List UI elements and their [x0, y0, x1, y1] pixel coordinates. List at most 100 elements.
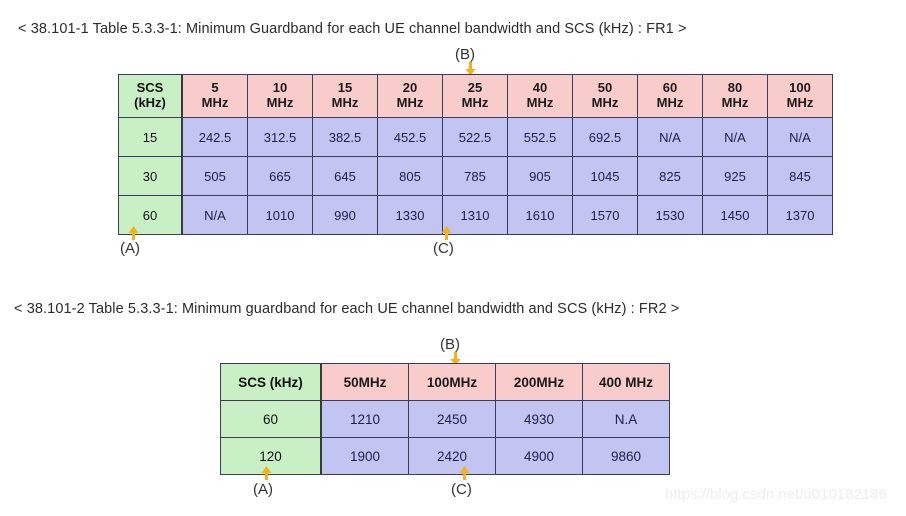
header-cell-bw-8: 80 MHz	[702, 74, 768, 118]
table-row: 60 N/A 1010 990 1330 1310 1610 1570 1530…	[118, 195, 833, 235]
cell-value: 1900	[320, 437, 409, 475]
header-bw-unit: MHz	[396, 95, 424, 110]
cell-value: 1210	[320, 400, 409, 438]
header-bw-unit: MHz	[656, 95, 684, 110]
cell-value: 1310	[442, 195, 508, 235]
header-cell-bw-2: 200MHz	[495, 363, 583, 401]
cell-value: 1010	[247, 195, 313, 235]
cell-value: 552.5	[507, 117, 573, 157]
header-cell-bw-2: 15 MHz	[312, 74, 378, 118]
header-bw-unit: MHz	[786, 95, 814, 110]
cell-value: 1045	[572, 156, 638, 196]
cell-value: N/A	[767, 117, 833, 157]
header-cell-bw-0: 5 MHz	[181, 74, 248, 118]
cell-scs: 60	[220, 400, 322, 438]
table-row: 15 242.5 312.5 382.5 452.5 522.5 552.5 6…	[118, 117, 833, 157]
table-header-row: SCS (kHz) 50MHz 100MHz 200MHz 400 MHz	[220, 363, 670, 401]
cell-value: 805	[377, 156, 443, 196]
cell-value: 1450	[702, 195, 768, 235]
header-bw-unit: MHz	[201, 95, 229, 110]
cell-value: 990	[312, 195, 378, 235]
cell-value: 665	[247, 156, 313, 196]
cell-scs: 60	[118, 195, 183, 235]
cell-value: 505	[181, 156, 248, 196]
annotation-a-arrow-up-icon-fr2	[261, 466, 272, 480]
cell-value: 1330	[377, 195, 443, 235]
annotation-a-arrow-up-icon-fr1	[128, 226, 139, 240]
cell-value: N/A	[181, 195, 248, 235]
cell-value: 845	[767, 156, 833, 196]
header-bw-value: 50	[597, 80, 613, 96]
header-bw-value: 20	[402, 80, 418, 96]
header-cell-bw-0: 50MHz	[320, 363, 409, 401]
header-bw-unit: MHz	[591, 95, 619, 110]
guardband-table-fr1: SCS (kHz) 5 MHz 10 MHz 15 MHz 20 MHz 25 …	[118, 74, 833, 235]
header-bw-unit: MHz	[461, 95, 489, 110]
cell-value: 2450	[408, 400, 496, 438]
cell-value: 1530	[637, 195, 703, 235]
header-bw-value: 100	[789, 80, 811, 96]
header-cell-bw-7: 60 MHz	[637, 74, 703, 118]
cell-value: 825	[637, 156, 703, 196]
header-cell-bw-9: 100 MHz	[767, 74, 833, 118]
annotation-c-arrow-up-icon-fr1	[441, 226, 452, 240]
cell-value: 4900	[495, 437, 583, 475]
cell-value: 2420	[408, 437, 496, 475]
cell-value: 312.5	[247, 117, 313, 157]
header-cell-bw-1: 10 MHz	[247, 74, 313, 118]
annotation-a-label-fr1: (A)	[120, 240, 140, 257]
table-row: 30 505 665 645 805 785 905 1045 825 925 …	[118, 156, 833, 196]
table-row: 120 1900 2420 4900 9860	[220, 437, 670, 475]
annotation-b-label-fr2: (B)	[440, 336, 460, 353]
header-cell-bw-1: 100MHz	[408, 363, 496, 401]
cell-value: 1610	[507, 195, 573, 235]
cell-value: N/A	[637, 117, 703, 157]
header-bw-value: 25	[467, 80, 483, 96]
cell-scs: 120	[220, 437, 322, 475]
header-bw-value: 40	[532, 80, 548, 96]
watermark: https://blog.csdn.net/u010182186	[665, 486, 887, 503]
header-cell-scs: SCS (kHz)	[220, 363, 322, 401]
annotation-c-label-fr1: (C)	[433, 240, 454, 257]
cell-value: 452.5	[377, 117, 443, 157]
header-cell-bw-3: 20 MHz	[377, 74, 443, 118]
cell-value: 692.5	[572, 117, 638, 157]
annotation-c-arrow-up-icon-fr2	[459, 466, 470, 480]
header-bw-value: 15	[337, 80, 353, 96]
cell-value: 905	[507, 156, 573, 196]
cell-value: 522.5	[442, 117, 508, 157]
annotation-c-label-fr2: (C)	[451, 481, 472, 498]
header-scs-line1: SCS	[136, 80, 164, 96]
annotation-b-label-fr1: (B)	[455, 46, 475, 63]
annotation-a-label-fr2: (A)	[253, 481, 273, 498]
annotation-b-arrow-down-icon-fr1	[465, 62, 476, 76]
cell-scs: 30	[118, 156, 183, 196]
page-title-fr1: < 38.101-1 Table 5.3.3-1: Minimum Guardb…	[18, 21, 687, 37]
header-bw-unit: MHz	[266, 95, 294, 110]
table-row: 60 1210 2450 4930 N.A	[220, 400, 670, 438]
header-bw-unit: MHz	[721, 95, 749, 110]
header-cell-bw-6: 50 MHz	[572, 74, 638, 118]
cell-value: 4930	[495, 400, 583, 438]
cell-value: 785	[442, 156, 508, 196]
header-cell-bw-3: 400 MHz	[582, 363, 670, 401]
cell-value: N/A	[702, 117, 768, 157]
header-bw-value: 10	[272, 80, 288, 96]
cell-scs: 15	[118, 117, 183, 157]
cell-value: 1370	[767, 195, 833, 235]
cell-value: 382.5	[312, 117, 378, 157]
header-bw-unit: MHz	[331, 95, 359, 110]
cell-value: 242.5	[181, 117, 248, 157]
cell-value: 1570	[572, 195, 638, 235]
header-cell-bw-4: 25 MHz	[442, 74, 508, 118]
header-scs-line2: (kHz)	[134, 95, 166, 110]
guardband-table-fr2: SCS (kHz) 50MHz 100MHz 200MHz 400 MHz 60…	[220, 363, 670, 475]
cell-value: 925	[702, 156, 768, 196]
header-bw-unit: MHz	[526, 95, 554, 110]
cell-value: 645	[312, 156, 378, 196]
header-bw-value: 5	[211, 80, 219, 96]
table-header-row: SCS (kHz) 5 MHz 10 MHz 15 MHz 20 MHz 25 …	[118, 74, 833, 118]
annotation-b-arrow-down-icon-fr2	[450, 352, 461, 366]
header-cell-scs: SCS (kHz)	[118, 74, 183, 118]
cell-value: N.A	[582, 400, 670, 438]
